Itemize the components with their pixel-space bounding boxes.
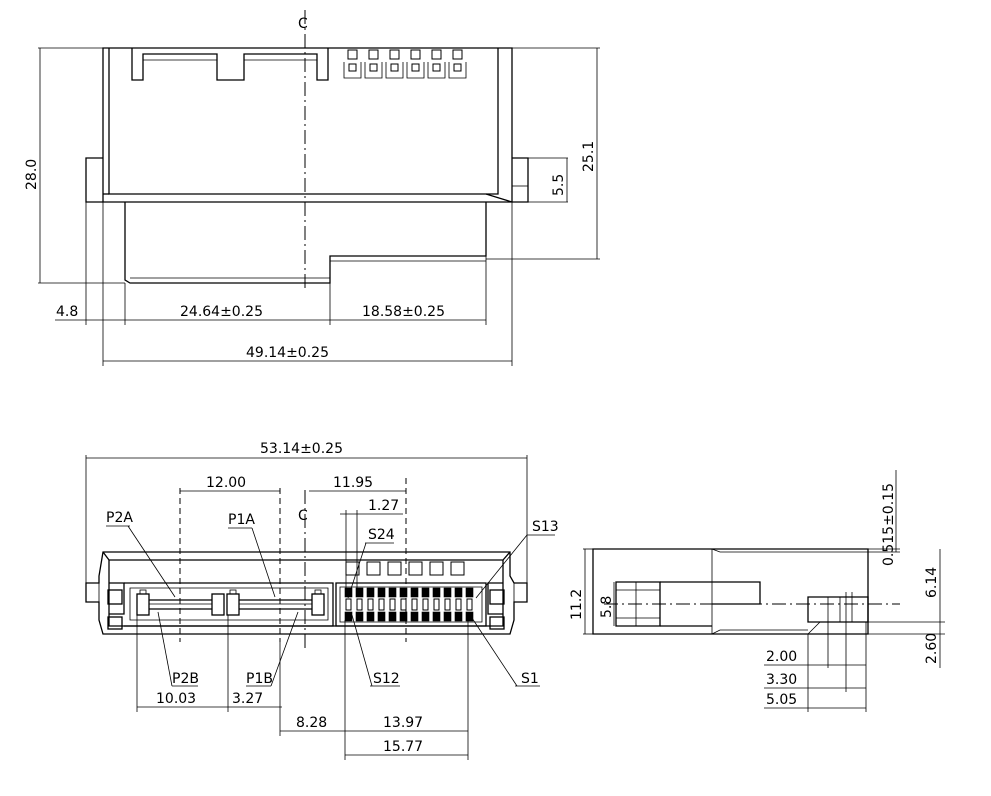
signal-latch xyxy=(429,561,444,576)
top-pin-body xyxy=(427,62,446,79)
signal-pin-lower xyxy=(366,611,375,622)
front-centerline-mark: C xyxy=(298,508,308,524)
dim-power-span: 12.00 xyxy=(206,475,246,491)
signal-latch xyxy=(450,561,465,576)
signal-pin-lower xyxy=(454,611,463,622)
dim-lower: 2.60 xyxy=(924,633,940,664)
signal-pin-upper xyxy=(366,587,375,598)
dim-d3: 5.05 xyxy=(766,692,797,708)
dim-sig-inner: 13.97 xyxy=(383,715,423,731)
signal-pin-lower xyxy=(344,611,353,622)
dim-tab-5-5: 5.5 xyxy=(551,174,567,196)
label-p1b: P1B xyxy=(246,671,273,687)
top-pin-lower xyxy=(432,63,441,72)
dim-p1b-width: 3.27 xyxy=(232,691,263,707)
signal-pin-lower xyxy=(410,611,419,622)
top-pin-head xyxy=(389,49,400,60)
label-p2b: P2B xyxy=(172,671,199,687)
dim-d1: 2.00 xyxy=(766,649,797,665)
dim-signal-offset: 11.95 xyxy=(333,475,373,491)
signal-pin-lower xyxy=(355,611,364,622)
dim-overall-53: 53.14±0.25 xyxy=(260,441,343,457)
signal-pin-upper xyxy=(355,587,364,598)
signal-pin-slot xyxy=(389,598,396,611)
top-pin-lower xyxy=(453,63,462,72)
dim-d2: 3.30 xyxy=(766,672,797,688)
dim-side-inner: 5.8 xyxy=(599,596,615,618)
signal-latch xyxy=(387,561,402,576)
signal-pin-slot xyxy=(400,598,407,611)
top-pin-head xyxy=(431,49,442,60)
dim-left-offset: 4.8 xyxy=(56,304,78,320)
signal-pin-slot xyxy=(422,598,429,611)
side-view: 11.2 5.8 0.515±0.15 6.14 2.60 2.00 3.30 … xyxy=(569,470,945,712)
dim-pitch: 1.27 xyxy=(368,498,399,514)
top-pin-array xyxy=(343,49,467,79)
signal-pin-lower xyxy=(465,611,474,622)
dim-seg-left: 24.64±0.25 xyxy=(180,304,263,320)
top-pin-lower xyxy=(390,63,399,72)
dim-height-25: 25.1 xyxy=(581,141,597,172)
signal-pin-upper xyxy=(443,587,452,598)
top-pin-head xyxy=(347,49,358,60)
label-s13: S13 xyxy=(532,519,559,535)
signal-latch-row xyxy=(345,561,465,576)
signal-pin-slot xyxy=(466,598,473,611)
signal-pin-slot xyxy=(455,598,462,611)
signal-pin-slot xyxy=(345,598,352,611)
signal-pin-upper xyxy=(388,587,397,598)
signal-pin-lower xyxy=(399,611,408,622)
dim-tolerance: 0.515±0.15 xyxy=(881,483,897,566)
dim-p2b-width: 10.03 xyxy=(156,691,196,707)
dim-upper: 6.14 xyxy=(924,567,940,598)
signal-latch xyxy=(408,561,423,576)
signal-pin-slot xyxy=(378,598,385,611)
signal-pin-lower xyxy=(388,611,397,622)
dim-seg-right: 18.58±0.25 xyxy=(362,304,445,320)
dim-height-28: 28.0 xyxy=(24,159,40,190)
top-pin-head xyxy=(452,49,463,60)
signal-pin-upper xyxy=(410,587,419,598)
signal-pin-slot xyxy=(444,598,451,611)
label-p1a: P1A xyxy=(228,512,255,528)
signal-latch xyxy=(366,561,381,576)
top-pin-head xyxy=(410,49,421,60)
signal-pin-lower xyxy=(432,611,441,622)
top-pin-lower xyxy=(369,63,378,72)
signal-pin-upper xyxy=(432,587,441,598)
dim-gap: 8.28 xyxy=(296,715,327,731)
signal-pin-upper xyxy=(399,587,408,598)
top-pin-body xyxy=(343,62,362,79)
dim-sig-outer: 15.77 xyxy=(383,739,423,755)
top-pin-lower xyxy=(411,63,420,72)
top-pin-body xyxy=(448,62,467,79)
dim-overall-49: 49.14±0.25 xyxy=(246,345,329,361)
signal-pin-array xyxy=(344,587,474,622)
top-view: C 28.0 25.1 5.5 4.8 24.64±0.25 18.58±0.2… xyxy=(24,10,600,366)
signal-pin-lower xyxy=(421,611,430,622)
top-pin-head xyxy=(368,49,379,60)
label-s24: S24 xyxy=(368,527,395,543)
signal-pin-lower xyxy=(443,611,452,622)
signal-pin-slot xyxy=(411,598,418,611)
top-pin-body xyxy=(385,62,404,79)
signal-pin-upper xyxy=(377,587,386,598)
label-s1: S1 xyxy=(521,671,539,687)
signal-pin-slot xyxy=(367,598,374,611)
label-p2a: P2A xyxy=(106,510,133,526)
signal-pin-lower xyxy=(377,611,386,622)
label-s12: S12 xyxy=(373,671,400,687)
signal-pin-upper xyxy=(421,587,430,598)
signal-pin-slot xyxy=(356,598,363,611)
centerline-mark: C xyxy=(298,16,308,32)
top-pin-body xyxy=(364,62,383,79)
dim-side-height: 11.2 xyxy=(569,589,585,620)
signal-pin-upper xyxy=(465,587,474,598)
top-pin-lower xyxy=(348,63,357,72)
front-view: C 53.14±0.25 12.00 11.95 1.27 P2A P1A S2… xyxy=(85,441,559,760)
top-pin-body xyxy=(406,62,425,79)
signal-pin-upper xyxy=(454,587,463,598)
signal-pin-slot xyxy=(433,598,440,611)
